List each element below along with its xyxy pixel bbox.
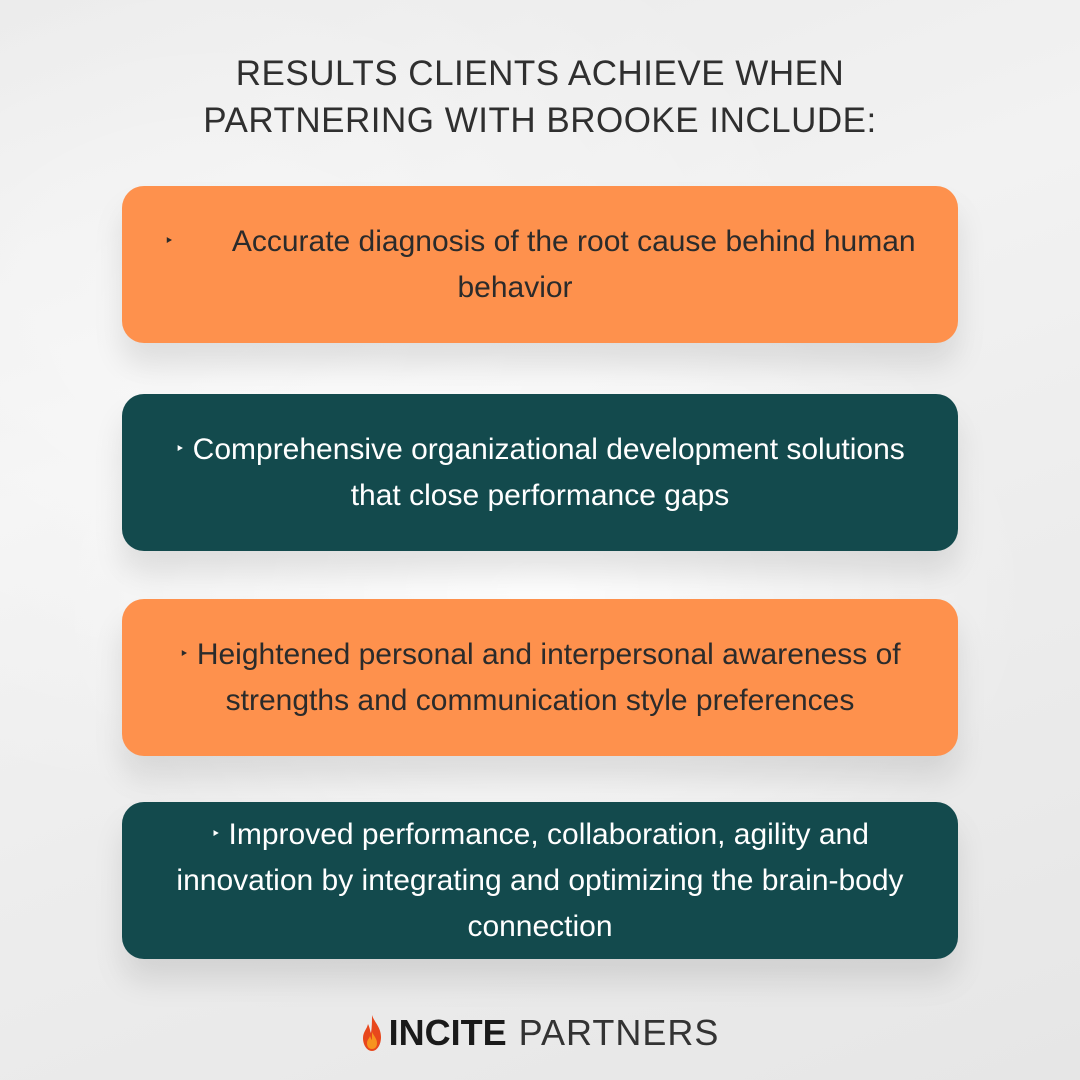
result-card-label: Improved performance, collaboration, agi…	[176, 817, 904, 943]
flame-icon	[362, 1015, 381, 1051]
heading-line-1: RESULTS CLIENTS ACHIEVE WHEN	[235, 54, 845, 93]
result-card-label: Accurate diagnosis of the root cause beh…	[231, 224, 916, 304]
heading-line-2: PARTNERING WITH BROOKE INCLUDE:	[203, 101, 877, 140]
logo-word-partners: PARTNERS	[518, 1012, 720, 1053]
page-heading: RESULTS CLIENTS ACHIEVE WHEN PARTNERING …	[0, 50, 1080, 144]
bullet-triangle-icon: ‣	[211, 825, 221, 843]
result-card-awareness: ‣ Heightened personal and interpersonal a…	[122, 599, 958, 756]
bullet-triangle-icon: ‣	[164, 232, 174, 250]
logo-word-incite: INCITE	[388, 1012, 507, 1053]
incite-partners-logo: INCITE PARTNERS	[0, 1012, 1080, 1054]
result-card-label: Heightened personal and interpersonal aw…	[196, 637, 901, 717]
result-card-org-development: ‣ Comprehensive organizational developmen…	[122, 394, 958, 551]
result-card-text: ‣Improved performance, collaboration, ag…	[162, 812, 918, 950]
result-card-text: ‣ Accurate diagnosis of the root cause be…	[162, 219, 918, 311]
result-card-text: ‣ Heightened personal and interpersonal a…	[162, 632, 918, 724]
result-card-label: Comprehensive organizational development…	[192, 432, 905, 512]
bullet-triangle-icon: ‣	[179, 645, 189, 663]
result-card-text: ‣ Comprehensive organizational developmen…	[162, 427, 918, 519]
bullet-triangle-icon: ‣	[175, 440, 185, 458]
result-card-diagnosis: ‣ Accurate diagnosis of the root cause be…	[122, 186, 958, 343]
result-card-performance: ‣Improved performance, collaboration, ag…	[122, 802, 958, 959]
